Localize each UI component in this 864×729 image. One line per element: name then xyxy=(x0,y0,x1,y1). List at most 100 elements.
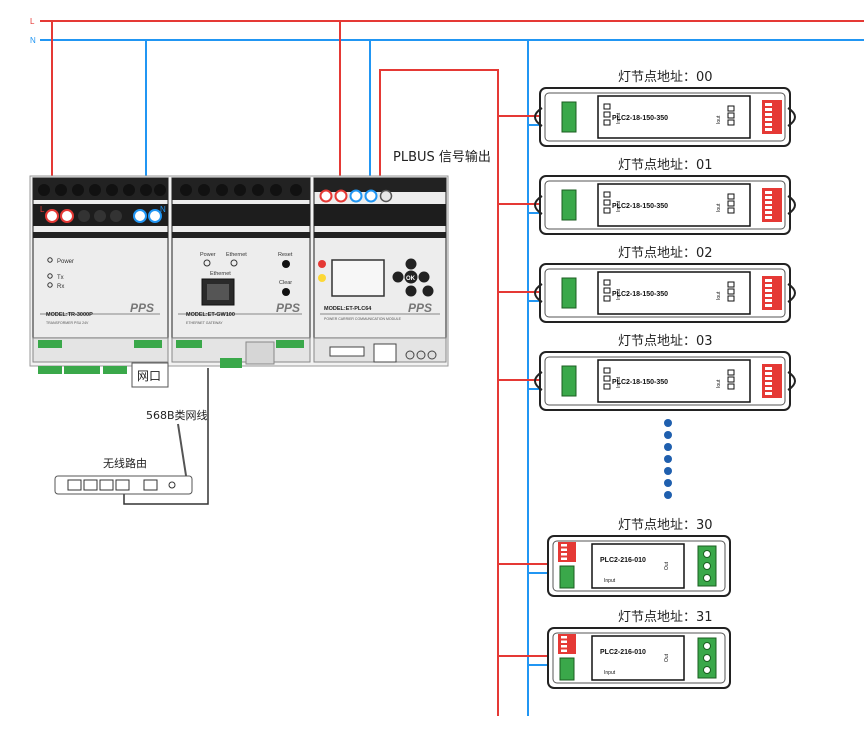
net-port-label: 网口 xyxy=(137,369,161,383)
dip-switch[interactable] xyxy=(558,542,576,562)
line-label: L xyxy=(30,17,35,26)
driver-output-label: Iout xyxy=(716,291,722,300)
net-port-box xyxy=(131,362,169,388)
driver-output-label: Out xyxy=(664,561,670,570)
node-address-label: 灯节点地址：01 xyxy=(618,158,713,173)
gw-label-reset: Reset xyxy=(278,252,293,258)
router-port-4[interactable] xyxy=(115,479,130,491)
driver-output-label: Iout xyxy=(716,115,722,124)
plc-key-back[interactable] xyxy=(422,285,434,297)
tr-led-tx: Tx xyxy=(57,275,64,281)
ellipsis-dot xyxy=(664,479,672,487)
node-address-label: 灯节点地址：31 xyxy=(618,610,713,625)
ellipsis-dot xyxy=(664,431,672,439)
terminal-n-1 xyxy=(133,209,147,223)
driver-model: PLC2-18-150-350 xyxy=(612,203,668,210)
plc-key-right[interactable] xyxy=(418,271,430,283)
gw-top-terminals xyxy=(180,184,302,196)
router-port-2[interactable] xyxy=(83,479,98,491)
driver-input-label: Input xyxy=(604,578,616,584)
plc-lcd xyxy=(331,259,385,297)
plc-brand: PPS xyxy=(408,301,432,315)
tr-brand: PPS xyxy=(130,301,154,315)
node-address-label: 灯节点地址：03 xyxy=(618,334,713,349)
tr-led-power: Power xyxy=(57,259,74,265)
terminal-l-1 xyxy=(45,209,59,223)
gw-module: Power Ethernet Reset Ethernet Clear PPS … xyxy=(131,177,311,388)
plc-model: MODEL:ET-PLC64 xyxy=(324,306,372,312)
driver-model: PLC2-216-010 xyxy=(600,649,646,656)
ellipsis-dot xyxy=(664,455,672,463)
driver-input-label: Input xyxy=(616,112,622,124)
ellipsis-dot xyxy=(664,443,672,451)
input-terminal xyxy=(561,101,577,133)
dip-switch[interactable] xyxy=(558,634,576,654)
ellipsis-dot xyxy=(664,419,672,427)
gw-label-power: Power xyxy=(200,252,216,258)
router-port-3[interactable] xyxy=(99,479,114,491)
node-address-label: 灯节点地址：02 xyxy=(618,246,713,261)
plc-key-down[interactable] xyxy=(405,285,417,297)
node-address-label: 灯节点地址：30 xyxy=(618,518,713,533)
tr-screw-terminals xyxy=(45,209,162,223)
ethernet-cable xyxy=(123,368,209,505)
tr-module: L N Power Tx Rx PPS MODEL:TR-3000P TRANS… xyxy=(32,177,169,374)
plbus-wire xyxy=(379,69,499,716)
tr-led-rx: Rx xyxy=(57,284,64,290)
router-wan-port[interactable] xyxy=(143,479,158,491)
router-antenna xyxy=(177,423,188,483)
plc-terminals xyxy=(319,189,393,203)
gw-label-ethernet: Ethernet xyxy=(226,252,247,258)
plc-keypad: OK xyxy=(392,258,434,297)
driver-output-label: Iout xyxy=(716,203,722,212)
plbus-label: PLBUS 信号输出 xyxy=(393,149,491,165)
router-port-1[interactable] xyxy=(67,479,82,491)
driver-input-label: Input xyxy=(616,200,622,212)
tr-terminal-n: N xyxy=(160,205,166,214)
input-terminal xyxy=(561,277,577,309)
driver-model: PLC2-18-150-350 xyxy=(612,379,668,386)
node-ellipsis xyxy=(664,419,672,499)
driver-model: PLC2-18-150-350 xyxy=(612,291,668,298)
driver-model: PLC2-18-150-350 xyxy=(612,115,668,122)
gw-reset-button[interactable] xyxy=(282,260,290,268)
input-terminal xyxy=(559,565,575,589)
tr-terminal-l: L xyxy=(40,205,45,214)
plc-key-up[interactable] xyxy=(405,258,417,270)
node-address-label: 灯节点地址：00 xyxy=(618,70,713,85)
tr-status-leds: Power Tx Rx xyxy=(47,257,74,290)
driver-model: PLC2-216-010 xyxy=(600,557,646,564)
plc-led-red xyxy=(318,260,326,268)
input-terminal xyxy=(559,657,575,681)
cable-label: 568B类网线 xyxy=(146,408,208,422)
router-power-jack xyxy=(168,481,176,489)
plc-sub: POWER CARRIER COMMUNICATION MODULE xyxy=(324,317,402,321)
terminal-l-2 xyxy=(60,209,74,223)
plc-key-ok[interactable] xyxy=(404,270,418,284)
tr-top-terminals xyxy=(38,184,166,196)
gw-clear-button[interactable] xyxy=(282,288,290,296)
ellipsis-dot xyxy=(664,467,672,475)
gw-sub: ETHERNET GATEWAY xyxy=(186,321,223,325)
plc-led-yellow xyxy=(318,274,326,282)
tr-sub: TRANSFORMER PSU 24V xyxy=(46,321,89,325)
plc-key-left[interactable] xyxy=(392,271,404,283)
input-terminal xyxy=(561,365,577,397)
input-terminal xyxy=(561,189,577,221)
tr-green-terminals xyxy=(38,340,162,374)
driver-input-label: Input xyxy=(616,376,622,388)
plc-module: OK PPS MODEL:ET-PLC64 POWER CARRIER COMM… xyxy=(313,177,447,363)
terminal-n-2 xyxy=(148,209,162,223)
neutral-label: N xyxy=(30,36,36,45)
gw-model: MODEL:ET-GW100 xyxy=(186,312,235,318)
ellipsis-dot xyxy=(664,491,672,499)
gw-brand: PPS xyxy=(276,301,300,315)
gw-green-terminals xyxy=(176,340,304,368)
